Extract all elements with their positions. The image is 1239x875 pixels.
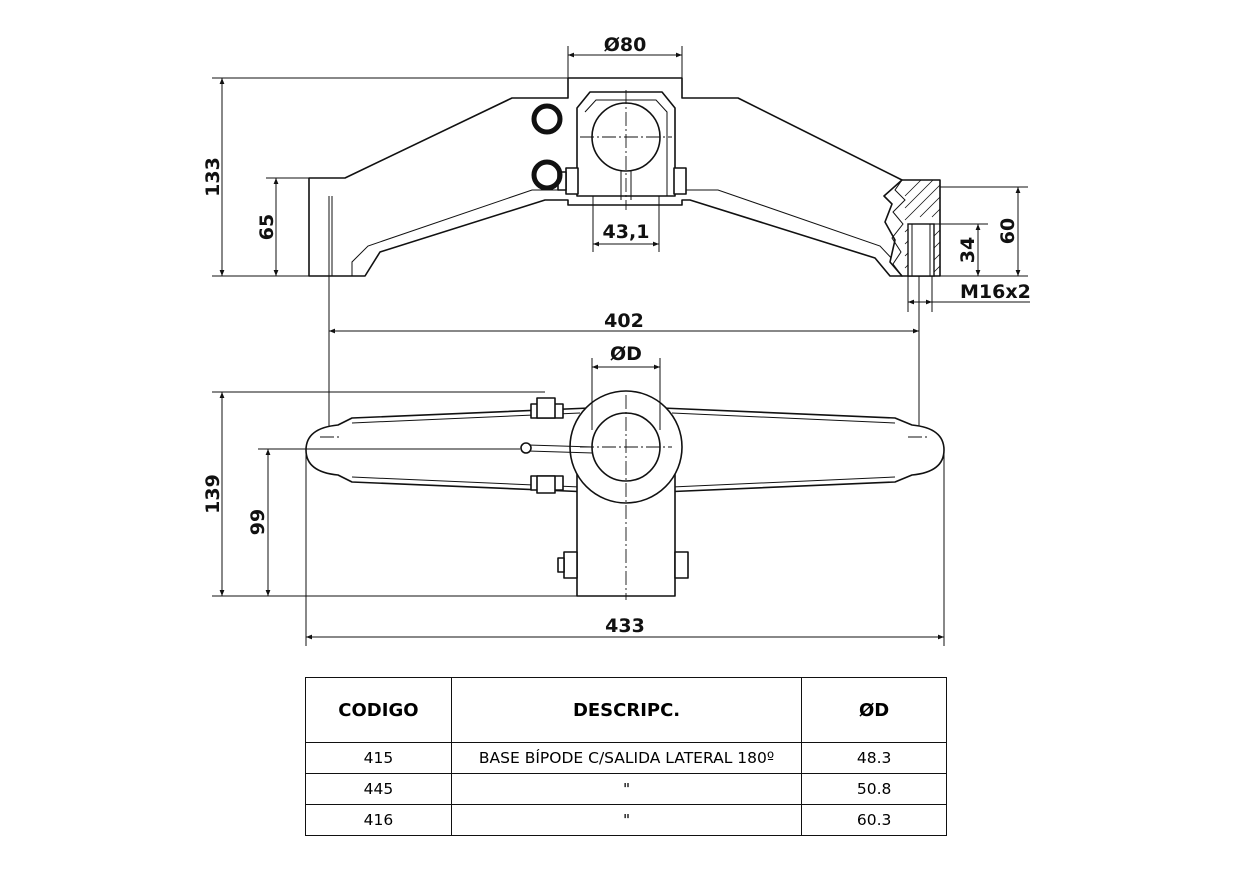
dim-span: 402 (604, 310, 644, 332)
dim-pipe-diameter: Ø80 (604, 34, 647, 56)
cell-code: 445 (305, 773, 452, 805)
ring-upper-icon (531, 103, 563, 135)
outlet-bolt-left-nut (557, 557, 565, 573)
section-hatch (904, 179, 941, 273)
pin-line-bottom (527, 450, 594, 454)
side-view-dimensions: Ø80 133 65 43,1 60 34 M16x2 402 (202, 34, 1031, 430)
table-header-row: CODIGO DESCRIPC. ØD (305, 677, 947, 743)
cell-diameter: 48.3 (801, 742, 947, 774)
break-line (891, 179, 906, 277)
cell-diameter: 60.3 (801, 804, 947, 836)
plan-view-dimensions: ØD 139 99 433 (202, 343, 945, 646)
pin-head (520, 442, 532, 454)
table-row: 415 BASE BÍPODE C/SALIDA LATERAL 180º 48… (305, 742, 947, 774)
nut-bottom (536, 475, 556, 494)
dim-plan-depth: 139 (202, 474, 224, 514)
bolt-head-left (565, 167, 579, 195)
arm-rib-bottom-right (671, 476, 896, 488)
outlet-bolt-left-head (563, 551, 578, 579)
dim-thread: M16x2 (960, 281, 1031, 303)
cell-diameter: 50.8 (801, 773, 947, 805)
plan-view (305, 390, 945, 600)
dim-base-height: 65 (256, 214, 278, 240)
table-row: 416 " 60.3 (305, 804, 947, 836)
header-code: CODIGO (305, 677, 452, 743)
arm-rib-top-right (671, 412, 896, 424)
table-row: 445 " 50.8 (305, 773, 947, 805)
dim-clamp-width: 43,1 (603, 221, 650, 243)
cell-description: BASE BÍPODE C/SALIDA LATERAL 180º (450, 742, 803, 774)
dim-bore-diameter: ØD (610, 343, 642, 365)
inner-web-right-slope (682, 189, 896, 263)
dim-total-height: 133 (202, 157, 224, 197)
header-description: DESCRIPC. (450, 677, 803, 743)
header-diameter: ØD (801, 677, 947, 743)
cell-code: 415 (305, 742, 452, 774)
clamp-inner (584, 99, 668, 196)
dim-thread-depth: 34 (957, 237, 979, 263)
cell-code: 416 (305, 804, 452, 836)
side-view (308, 77, 941, 277)
cell-description: " (450, 773, 803, 805)
cell-description: " (450, 804, 803, 836)
outlet-bolt-right-head (674, 551, 689, 579)
bolt-head-right (673, 167, 687, 195)
nut-top (536, 397, 556, 419)
spec-table: CODIGO DESCRIPC. ØD 415 BASE BÍPODE C/SA… (305, 677, 947, 836)
dim-total-length: 433 (605, 615, 645, 637)
dim-end-height: 60 (997, 218, 1019, 244)
ring-lower-icon (531, 159, 563, 191)
dim-plan-offset: 99 (247, 509, 269, 535)
